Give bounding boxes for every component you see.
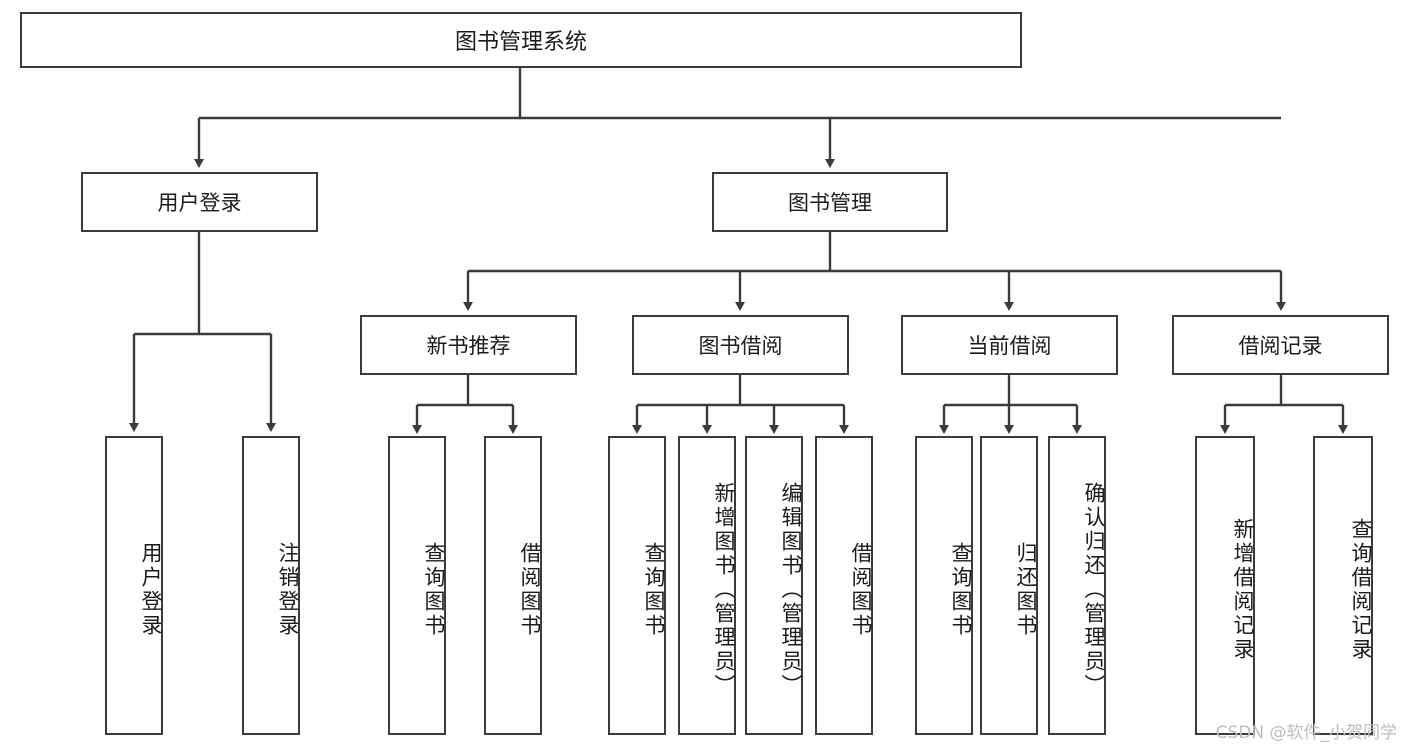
node-borrow-record[interactable]: 借阅记录 xyxy=(1172,315,1389,375)
leaf-current-borrow-confirm-return[interactable]: 确认归还（管理员） xyxy=(1048,436,1106,735)
watermark-csdn: CSDN @软件_小贺同学 xyxy=(1215,723,1397,743)
node-label: 图书管理系统 xyxy=(454,30,587,55)
node-label: 借阅图书 xyxy=(849,541,873,638)
node-label: 查询借阅记录 xyxy=(1349,517,1373,662)
node-label: 图书借阅 xyxy=(698,334,783,358)
leaf-book-borrow-query[interactable]: 查询图书 xyxy=(608,436,666,735)
node-label: 图书管理 xyxy=(788,191,872,215)
leaf-current-borrow-query[interactable]: 查询图书 xyxy=(915,436,973,735)
leaf-book-borrow-add[interactable]: 新增图书（管理员） xyxy=(678,436,736,735)
node-book-management[interactable]: 图书管理 xyxy=(712,172,948,232)
node-current-borrow[interactable]: 当前借阅 xyxy=(901,315,1118,375)
node-label: 用户登录 xyxy=(139,541,163,638)
node-label: 借阅图书 xyxy=(518,541,542,638)
node-label: 查询图书 xyxy=(949,541,973,638)
leaf-borrow-record-add[interactable]: 新增借阅记录 xyxy=(1195,436,1255,735)
leaf-borrow-record-query[interactable]: 查询借阅记录 xyxy=(1313,436,1373,735)
leaf-book-borrow-borrow[interactable]: 借阅图书 xyxy=(815,436,873,735)
node-label: 注销登录 xyxy=(276,541,300,638)
leaf-book-borrow-edit[interactable]: 编辑图书（管理员） xyxy=(745,436,803,735)
node-new-book-recommend[interactable]: 新书推荐 xyxy=(360,315,577,375)
node-label: 新书推荐 xyxy=(426,334,511,358)
node-label: 新增借阅记录 xyxy=(1231,517,1255,662)
node-label: 用户登录 xyxy=(157,191,242,215)
node-user-login[interactable]: 用户登录 xyxy=(81,172,318,232)
node-label: 编辑图书（管理员） xyxy=(779,481,803,698)
node-label: 归还图书 xyxy=(1014,541,1038,638)
leaf-user-login-logout[interactable]: 注销登录 xyxy=(242,436,300,735)
leaf-user-login-login[interactable]: 用户登录 xyxy=(105,436,163,735)
leaf-current-borrow-return[interactable]: 归还图书 xyxy=(980,436,1038,735)
node-label: 确认归还（管理员） xyxy=(1082,481,1106,698)
node-label: 当前借阅 xyxy=(967,334,1052,358)
node-label: 借阅记录 xyxy=(1238,334,1323,358)
node-book-borrow[interactable]: 图书借阅 xyxy=(632,315,849,375)
leaf-new-book-borrow[interactable]: 借阅图书 xyxy=(484,436,542,735)
node-label: 查询图书 xyxy=(642,541,666,638)
leaf-new-book-query[interactable]: 查询图书 xyxy=(388,436,446,735)
node-label: 新增图书（管理员） xyxy=(712,481,736,698)
node-root-system[interactable]: 图书管理系统 xyxy=(20,12,1022,68)
node-label: 查询图书 xyxy=(422,541,446,638)
